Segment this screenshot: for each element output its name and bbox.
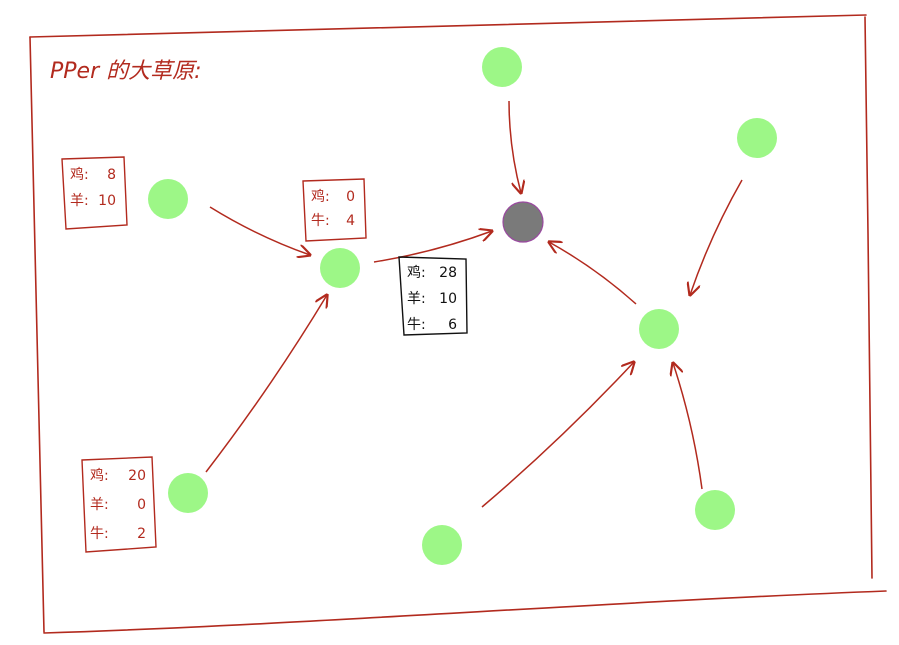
tally-label: 牛: xyxy=(311,213,330,229)
tally-label: 牛: xyxy=(407,317,426,333)
tally-value: 20 xyxy=(128,468,146,484)
node-n3 xyxy=(168,473,208,513)
diagram-title: PPer 的大草原: xyxy=(50,59,202,84)
node-n7 xyxy=(639,309,679,349)
tally-value: 28 xyxy=(439,265,457,281)
center-node xyxy=(502,201,544,243)
tally-box-n3: 鸡: 20 羊: 0 牛: 2 xyxy=(81,456,157,553)
tally-label: 鸡: xyxy=(311,188,330,205)
tally-value: 8 xyxy=(107,167,116,183)
node-n2 xyxy=(320,248,360,288)
tally-value: 2 xyxy=(137,526,146,542)
tally-box-border xyxy=(81,456,157,553)
tally-box-border xyxy=(61,156,128,230)
tally-boxes: 鸡: 8 羊: 10 鸡: 0 牛: 4 鸡: 28 羊: 10 牛: 6 鸡: 20 羊: 0 牛: 2 xyxy=(61,156,468,553)
tally-box-edge: 鸡: 28 羊: 10 牛: 6 xyxy=(398,256,468,336)
tally-value: 6 xyxy=(448,317,457,333)
edges xyxy=(205,100,743,508)
tally-label: 鸡: xyxy=(70,166,89,183)
tally-label: 羊: xyxy=(70,193,89,209)
node-n9 xyxy=(695,490,735,530)
tally-label: 羊: xyxy=(407,291,426,307)
tally-label: 鸡: xyxy=(407,264,426,281)
edge-n7-to-center xyxy=(549,242,637,305)
frame xyxy=(29,14,887,634)
edge-n6-to-n7 xyxy=(690,179,743,295)
tally-label: 牛: xyxy=(90,526,109,542)
edge-n9-to-n7 xyxy=(673,363,703,490)
edge-n2-to-center xyxy=(373,231,492,263)
node-n1 xyxy=(148,179,188,219)
edge-n8-to-n7 xyxy=(481,362,634,508)
tally-box-border xyxy=(398,256,468,336)
edge-n3-to-n2 xyxy=(205,295,327,473)
node-n5 xyxy=(482,47,522,87)
nodes xyxy=(148,47,777,565)
tally-box-n2: 鸡: 0 牛: 4 xyxy=(302,178,367,242)
tally-value: 10 xyxy=(439,291,457,307)
node-n6 xyxy=(737,118,777,158)
tally-value: 4 xyxy=(346,213,355,229)
edge-n5-to-center xyxy=(508,100,521,193)
edge-n1-to-n2 xyxy=(209,206,310,255)
tally-box-n1: 鸡: 8 羊: 10 xyxy=(61,156,128,230)
tally-box-border xyxy=(302,178,367,242)
tally-label: 鸡: xyxy=(90,467,109,484)
tally-value: 10 xyxy=(98,193,116,209)
tally-value: 0 xyxy=(137,497,146,513)
tally-label: 羊: xyxy=(90,497,109,513)
tally-value: 0 xyxy=(346,189,355,205)
node-n8 xyxy=(422,525,462,565)
